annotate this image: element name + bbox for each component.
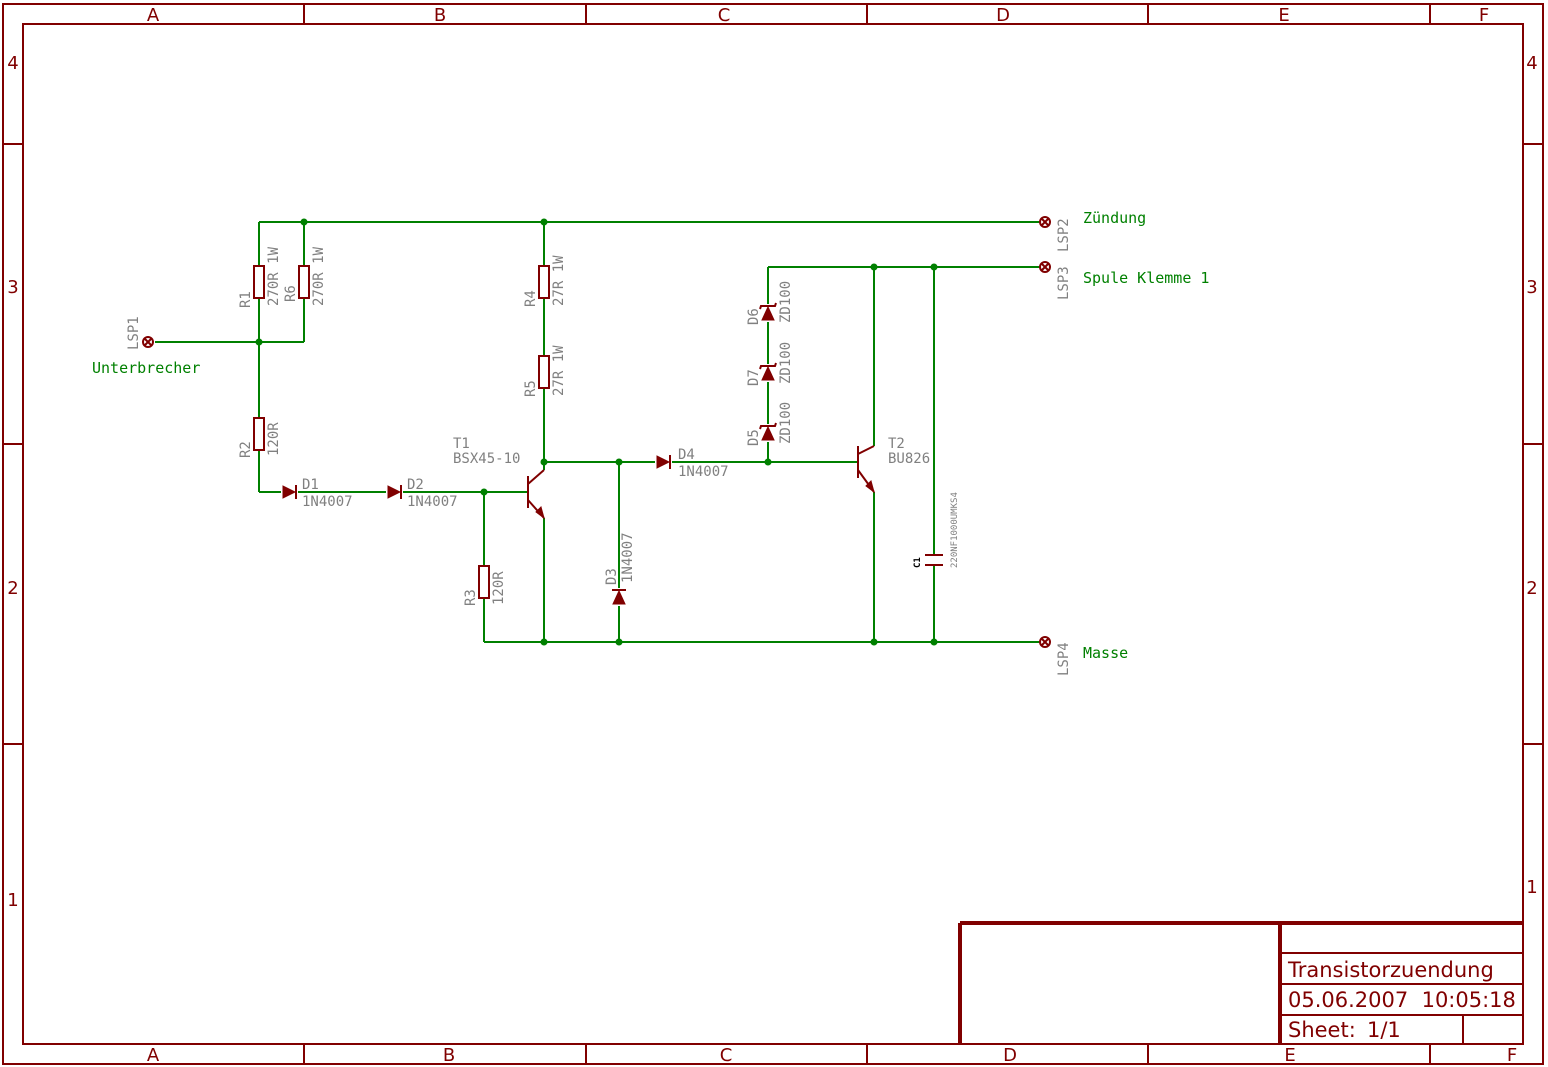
zener-diode-d7[interactable]: D7 ZD100: [746, 342, 794, 386]
t2-name: T2: [888, 436, 905, 452]
column-label-c-top: C: [718, 5, 731, 26]
r4-value: 27R 1W: [551, 255, 567, 306]
d4-value: 1N4007: [678, 464, 729, 480]
t1-value: BSX45-10: [453, 451, 520, 467]
column-label-f-top: F: [1479, 5, 1489, 26]
d3-value: 1N4007: [620, 532, 636, 583]
c1-value: 220NF1000UMKS4: [950, 492, 960, 568]
resistor-r1[interactable]: R1 270R 1W: [238, 246, 282, 308]
d3-name: D3: [604, 568, 620, 585]
column-label-e-bottom: E: [1284, 1045, 1295, 1066]
c1-name: C1: [913, 557, 923, 568]
column-label-a-top: A: [147, 5, 160, 26]
r5-name: R5: [523, 380, 539, 397]
r1-value: 270R 1W: [266, 246, 282, 306]
column-label-d-top: D: [996, 5, 1010, 26]
diode-d4[interactable]: D4 1N4007: [656, 447, 729, 480]
wires: [155, 221, 1040, 643]
d5-name: D5: [746, 429, 762, 446]
column-label-b-bottom: B: [443, 1045, 455, 1066]
title-block-datetime: 05.06.2007 10:05:18: [1288, 988, 1516, 1012]
net-label-spule-klemme-1: Spule Klemme 1: [1083, 269, 1209, 287]
d6-value: ZD100: [778, 281, 794, 323]
diode-d1[interactable]: D1 1N4007: [282, 477, 353, 510]
lsp4-name: LSP4: [1056, 642, 1072, 676]
d2-name: D2: [407, 477, 424, 493]
connector-lsp1[interactable]: LSP1 Unterbrecher: [92, 316, 200, 377]
column-label-c-bottom: C: [720, 1045, 733, 1066]
row-label-1-left: 1: [7, 890, 18, 911]
row-label-3-left: 3: [7, 277, 18, 298]
zener-diode-d5[interactable]: D5 ZD100: [746, 402, 794, 446]
resistor-r3[interactable]: R3 120R: [463, 565, 507, 606]
t1-name: T1: [453, 436, 470, 452]
title-block-title: Transistorzuendung: [1287, 958, 1494, 982]
column-label-e-top: E: [1278, 5, 1289, 26]
d7-value: ZD100: [778, 342, 794, 384]
row-label-2-left: 2: [7, 578, 18, 599]
resistor-r2[interactable]: R2 120R: [238, 417, 282, 458]
junctions: [255, 218, 938, 646]
resistor-r4[interactable]: R4 27R 1W: [523, 255, 567, 307]
title-block: [958, 921, 1523, 1044]
r6-name: R6: [283, 285, 299, 302]
d1-value: 1N4007: [302, 494, 353, 510]
row-label-3-right: 3: [1526, 277, 1537, 298]
d5-value: ZD100: [778, 402, 794, 444]
r5-value: 27R 1W: [551, 345, 567, 396]
row-label-1-right: 1: [1526, 877, 1537, 898]
d1-name: D1: [302, 477, 319, 493]
d7-name: D7: [746, 369, 762, 386]
r1-name: R1: [238, 291, 254, 308]
row-label-2-right: 2: [1526, 578, 1537, 599]
r4-name: R4: [523, 290, 539, 307]
connector-lsp2[interactable]: LSP2 Zündung: [1039, 209, 1146, 252]
column-label-d-bottom: D: [1003, 1045, 1017, 1066]
capacitor-c1[interactable]: C1 220NF1000UMKS4: [913, 492, 960, 568]
transistor-t1[interactable]: T1 BSX45-10: [453, 436, 545, 520]
title-block-sheet-value: 1/1: [1367, 1018, 1401, 1042]
diode-d2[interactable]: D2 1N4007: [387, 477, 458, 510]
r2-value: 120R: [266, 422, 282, 456]
net-label-zuendung: Zündung: [1083, 209, 1146, 227]
d4-name: D4: [678, 447, 695, 463]
row-label-4-right: 4: [1526, 53, 1537, 74]
connector-lsp4[interactable]: LSP4 Masse: [1039, 636, 1128, 676]
transistor-t2[interactable]: T2 BU826: [857, 436, 930, 494]
lsp3-name: LSP3: [1056, 266, 1072, 300]
connector-lsp3[interactable]: LSP3 Spule Klemme 1: [1039, 261, 1209, 300]
d6-name: D6: [746, 308, 762, 325]
r2-name: R2: [238, 441, 254, 458]
diode-d3[interactable]: D3 1N4007: [604, 532, 636, 605]
lsp2-name: LSP2: [1056, 218, 1072, 252]
t2-value: BU826: [888, 451, 930, 467]
zener-diode-d6[interactable]: D6 ZD100: [746, 281, 794, 325]
title-block-sheet-label: Sheet:: [1288, 1018, 1356, 1042]
resistor-r6[interactable]: R6 270R 1W: [283, 246, 327, 306]
row-label-4-left: 4: [7, 53, 18, 74]
r6-value: 270R 1W: [311, 246, 327, 306]
column-label-f-bottom: F: [1507, 1045, 1517, 1066]
r3-name: R3: [463, 589, 479, 606]
column-label-b-top: B: [434, 5, 446, 26]
d2-value: 1N4007: [407, 494, 458, 510]
column-label-a-bottom: A: [147, 1045, 160, 1066]
net-label-unterbrecher: Unterbrecher: [92, 359, 200, 377]
resistor-r5[interactable]: R5 27R 1W: [523, 345, 567, 397]
lsp1-name: LSP1: [126, 316, 142, 350]
drawing-frame: [2, 3, 1544, 1065]
net-label-masse: Masse: [1083, 644, 1128, 662]
r3-value: 120R: [491, 571, 507, 605]
